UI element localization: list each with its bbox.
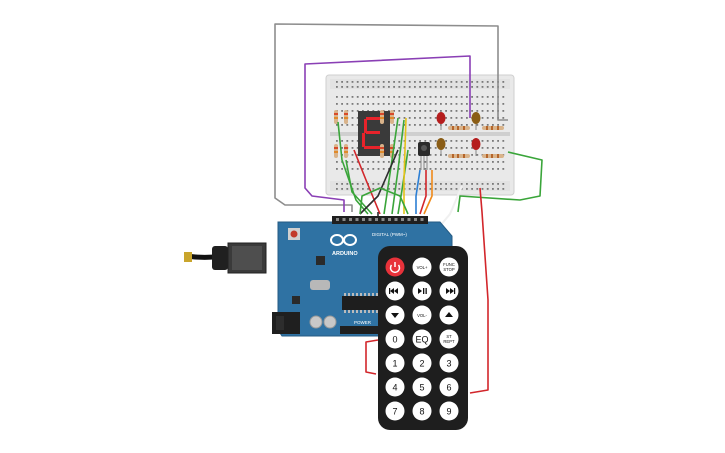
arduino-logo — [330, 234, 357, 246]
wire-red-short — [419, 170, 427, 215]
led-red-bottom — [471, 138, 481, 156]
wire-blue — [415, 169, 421, 214]
remote-button-power[interactable] — [385, 257, 405, 277]
wire-orange — [423, 170, 433, 215]
remote-button-label: 4 — [392, 383, 397, 393]
digital-label: DIGITAL (PWM~) — [372, 232, 407, 237]
wire-red-left — [365, 339, 379, 375]
wire-purple — [304, 55, 471, 212]
remote-button-label: STOP — [443, 267, 455, 272]
wire-gray — [274, 23, 508, 212]
led-yellow-bottom — [436, 138, 446, 156]
remote-button-label: 6 — [446, 383, 451, 393]
wire-yellow-1 — [403, 117, 407, 214]
remote-button-play-pause[interactable] — [412, 281, 432, 301]
seven-segment-display — [358, 111, 390, 156]
remote-button-label: VOL+ — [417, 265, 428, 270]
power-label: POWER — [354, 320, 372, 325]
remote-button-eq[interactable]: EQ — [412, 329, 432, 349]
segment-resistors — [334, 110, 394, 158]
remote-button-next[interactable] — [439, 281, 459, 301]
remote-button-up[interactable] — [439, 305, 459, 325]
remote-button-down[interactable] — [385, 305, 405, 325]
remote-button-label: 0 — [392, 335, 397, 345]
atmega-chip — [342, 296, 382, 310]
wires — [274, 23, 543, 394]
remote-button-9[interactable]: 9 — [439, 401, 459, 421]
remote-button-label: 9 — [446, 407, 451, 417]
breadboard[interactable] — [325, 74, 515, 196]
remote-button-6[interactable]: 6 — [439, 377, 459, 397]
wire-green-3 — [383, 117, 399, 215]
remote-button-label: 8 — [419, 407, 424, 417]
remote-button-label: REPT — [443, 339, 455, 344]
remote-button-5[interactable]: 5 — [412, 377, 432, 397]
remote-button-prev[interactable] — [385, 281, 405, 301]
remote-button-label: 5 — [419, 383, 424, 393]
remote-button-8[interactable]: 8 — [412, 401, 432, 421]
digital-header — [336, 218, 424, 221]
remote-button-3[interactable]: 3 — [439, 353, 459, 373]
wire-red-7seg — [353, 149, 381, 215]
remote-button-label: 1 — [392, 359, 397, 369]
wire-green-5 — [397, 149, 409, 215]
remote-button-0[interactable]: 0 — [385, 329, 405, 349]
remote-button-7[interactable]: 7 — [385, 401, 405, 421]
wire-dark-1 — [359, 149, 399, 215]
led-resistors — [448, 126, 504, 158]
remote-button-vol-[interactable]: VOL- — [412, 305, 432, 325]
ir-receiver — [418, 142, 430, 170]
remote-button-vol-[interactable]: VOL+ — [412, 257, 432, 277]
remote-button-1[interactable]: 1 — [385, 353, 405, 373]
remote-button-label: FUNC — [443, 262, 455, 267]
wire-green-4 — [391, 119, 405, 215]
remote-button-label: 7 — [392, 407, 397, 417]
remote-button-label: 2 — [419, 359, 424, 369]
led-yellow-top — [471, 112, 481, 130]
led-red-top — [436, 112, 446, 130]
arduino-logo-text: ARDUINO — [332, 251, 358, 257]
wire-green-6 — [359, 187, 409, 215]
remote-button-2[interactable]: 2 — [412, 353, 432, 373]
wire-green-right — [457, 151, 543, 213]
remote-button-label: VOL- — [417, 313, 427, 318]
remote-button-label: EQ — [415, 335, 428, 345]
remote-button-label: ST — [446, 334, 452, 339]
wire-red-right — [469, 187, 489, 394]
remote-button-4[interactable]: 4 — [385, 377, 405, 397]
wire-green-2 — [345, 159, 373, 215]
remote-button-label: 3 — [446, 359, 451, 369]
